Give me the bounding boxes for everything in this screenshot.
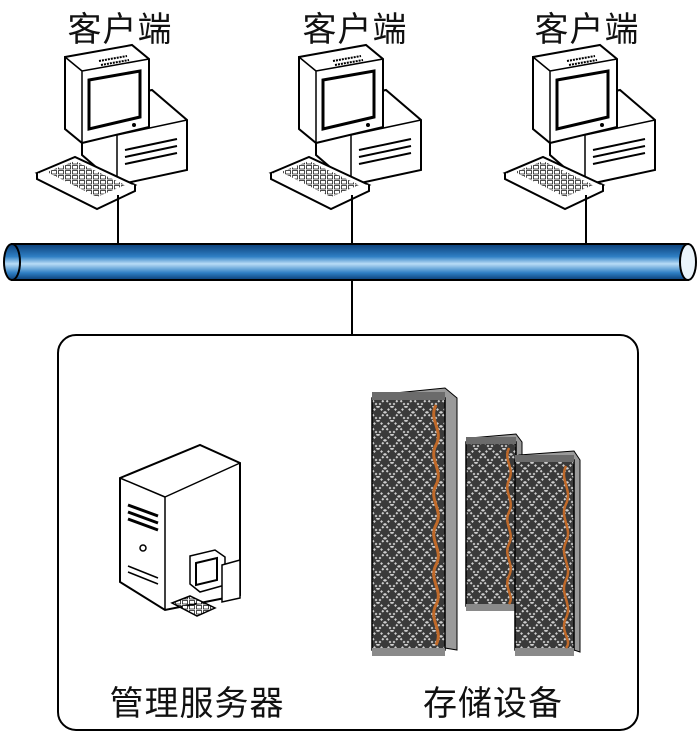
client-label: 客户端 bbox=[302, 10, 408, 50]
client-computer-3 bbox=[503, 43, 657, 211]
tower-server-icon bbox=[119, 443, 241, 617]
network-bus bbox=[3, 243, 697, 281]
client-computer-1 bbox=[35, 43, 189, 211]
datacenter-enclosure bbox=[57, 334, 639, 731]
client-label: 客户端 bbox=[534, 10, 640, 50]
storage-device-label: 存储设备 bbox=[423, 684, 563, 724]
desktop-computer-icon bbox=[35, 43, 189, 211]
desktop-computer-icon bbox=[503, 43, 657, 211]
storage-rack-icon bbox=[371, 387, 581, 656]
management-server-label: 管理服务器 bbox=[109, 684, 285, 724]
desktop-computer-icon bbox=[269, 43, 423, 211]
client-computer-2 bbox=[269, 43, 423, 211]
client-label: 客户端 bbox=[67, 10, 173, 50]
